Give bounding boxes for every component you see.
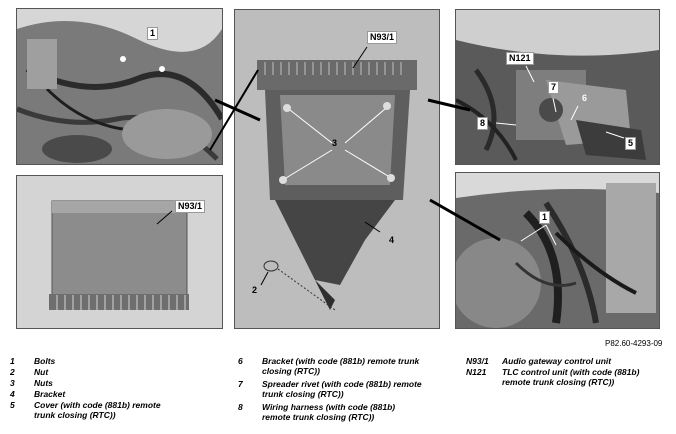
callout-n93-1: N93/1	[367, 31, 398, 44]
callout-3: 3	[332, 138, 338, 148]
photo-audio-gateway-unit: N93/1	[16, 175, 223, 329]
callout-8: 8	[477, 117, 489, 130]
callout-6: 6	[582, 93, 588, 103]
callout-7: 7	[548, 81, 560, 94]
callout-1: 1	[147, 27, 159, 40]
callout-n93-1: N93/1	[175, 200, 206, 213]
photo-mounting-bracket-art	[235, 10, 439, 328]
photo-trunk-wiring-bolts: 1	[16, 8, 223, 165]
callout-5: 5	[625, 137, 637, 150]
photo-trunk-wiring-bolts-art	[17, 9, 222, 164]
callout-2: 2	[252, 285, 258, 295]
photo-mounting-bracket: N93/1 3 4 2	[234, 9, 440, 329]
photo-tlc-control-unit: N121 7 6 8 5	[455, 9, 660, 165]
callout-n121: N121	[506, 52, 534, 65]
photo-audio-gateway-unit-art	[17, 176, 222, 328]
photo-trunk-harness-bolts: 1	[455, 172, 660, 329]
callout-4: 4	[389, 235, 395, 245]
callout-1: 1	[539, 211, 551, 224]
figure-reference-code: P82.60-4293-09	[605, 339, 663, 348]
photo-trunk-harness-bolts-art	[456, 173, 659, 328]
